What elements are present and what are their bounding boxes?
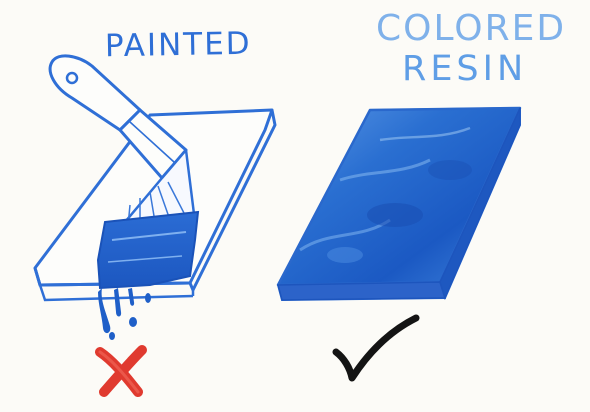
painted-board-illustration	[35, 56, 275, 392]
paint-drips	[98, 288, 151, 340]
black-checkmark-icon	[336, 318, 416, 378]
red-cross-icon	[100, 350, 142, 392]
colored-resin-illustration	[278, 108, 520, 378]
